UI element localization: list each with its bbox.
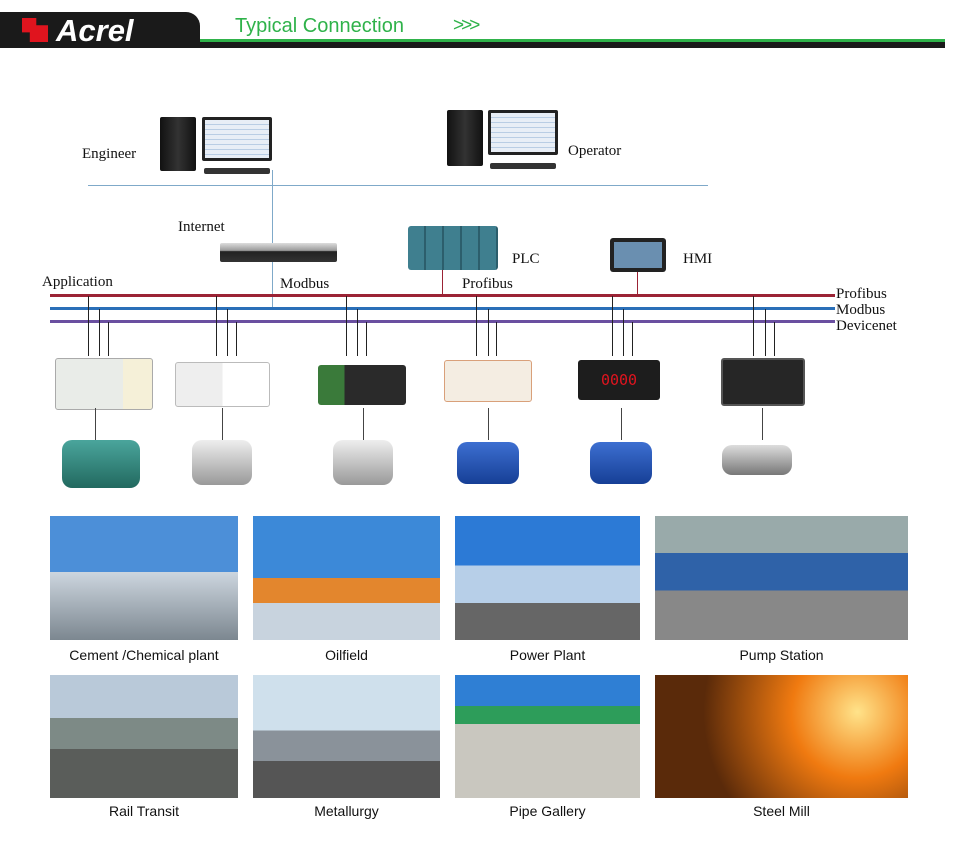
bus-drop-profibus (612, 296, 613, 356)
bus-drop-modbus (765, 309, 766, 356)
black-bar (0, 42, 945, 48)
motor-link (762, 408, 763, 440)
devicenet-line (50, 320, 835, 323)
bus-drop-profibus (216, 296, 217, 356)
motor-link (488, 408, 489, 440)
network-switch-icon (220, 243, 337, 262)
profibus-bus-label: Profibus (836, 286, 887, 302)
plc-label: PLC (512, 251, 540, 267)
hmi-drop (637, 272, 638, 295)
application-photo (655, 516, 908, 640)
internet-label: Internet (178, 219, 225, 235)
motor-icon-2 (192, 440, 252, 485)
application-photo (50, 516, 238, 640)
motor-icon-5 (590, 442, 652, 484)
devicenet-bus-label: Devicenet (836, 318, 897, 334)
motor-link (621, 408, 622, 440)
motor-protector-device-4 (444, 360, 532, 402)
motor-icon-1 (62, 440, 140, 488)
motor-icon-4 (457, 442, 519, 484)
bus-drop-devicenet (632, 322, 633, 356)
application-caption: Cement /Chemical plant (69, 647, 219, 663)
switch-uplink (272, 170, 273, 308)
bus-drop-modbus (488, 309, 489, 356)
engineer-tower-icon (160, 117, 196, 171)
green-line (200, 39, 945, 42)
chevrons-icon: >>> (453, 15, 480, 36)
application-photo (253, 516, 440, 640)
motor-protector-device-1 (55, 358, 153, 410)
application-photo (455, 516, 640, 640)
page-title: Typical Connection (235, 15, 404, 37)
bus-drop-profibus (88, 296, 89, 356)
motor-protector-device-5: 0000 (578, 360, 660, 400)
bus-drop-devicenet (108, 322, 109, 356)
modbus-line (50, 307, 835, 310)
modbus-bus-label: Modbus (836, 302, 886, 318)
operator-tower-icon (447, 110, 483, 166)
operator-label: Operator (568, 143, 622, 159)
application-caption: Steel Mill (753, 803, 810, 819)
bus-drop-profibus (476, 296, 477, 356)
modbus-mid-label: Modbus (280, 276, 330, 292)
profibus-mid-label: Profibus (462, 276, 513, 292)
motor-icon-3 (333, 440, 393, 485)
application-photo (455, 675, 640, 798)
application-caption: Pump Station (739, 647, 824, 663)
bus-drop-modbus (623, 309, 624, 356)
lan-line (88, 185, 708, 186)
plc-icon (408, 226, 498, 270)
motor-link (363, 408, 364, 440)
profibus-line (50, 294, 835, 297)
application-caption: Oilfield (325, 647, 368, 663)
engineer-monitor-icon (202, 117, 272, 161)
motor-link (95, 408, 96, 440)
motor-protector-device-6 (721, 358, 805, 406)
bus-drop-profibus (753, 296, 754, 356)
bus-drop-profibus (346, 296, 347, 356)
application-caption: Metallurgy (314, 803, 379, 819)
motor-icon-6 (722, 445, 792, 475)
engineer-label: Engineer (82, 146, 137, 162)
bus-drop-modbus (227, 309, 228, 356)
bus-drop-modbus (357, 309, 358, 356)
application-caption: Rail Transit (108, 803, 180, 819)
motor-protector-device-3 (318, 365, 406, 405)
bus-drop-devicenet (774, 322, 775, 356)
application-photo (50, 675, 238, 798)
operator-monitor-icon (488, 110, 558, 155)
engineer-keyboard-icon (204, 168, 270, 174)
hmi-label: HMI (683, 251, 713, 267)
application-caption: Pipe Gallery (509, 803, 586, 819)
bus-drop-devicenet (366, 322, 367, 356)
header: Acrel Typical Connection >>> (0, 0, 960, 55)
operator-keyboard-icon (490, 163, 556, 169)
bus-drop-devicenet (496, 322, 497, 356)
plc-drop (442, 270, 443, 295)
hmi-icon (610, 238, 666, 272)
bus-drop-modbus (99, 309, 100, 356)
application-caption: Power Plant (509, 647, 586, 663)
motor-link (222, 408, 223, 440)
application-photo (655, 675, 908, 798)
bus-drop-devicenet (236, 322, 237, 356)
motor-protector-device-2 (175, 362, 270, 407)
application-photo (253, 675, 440, 798)
application-label: Application (42, 274, 113, 290)
